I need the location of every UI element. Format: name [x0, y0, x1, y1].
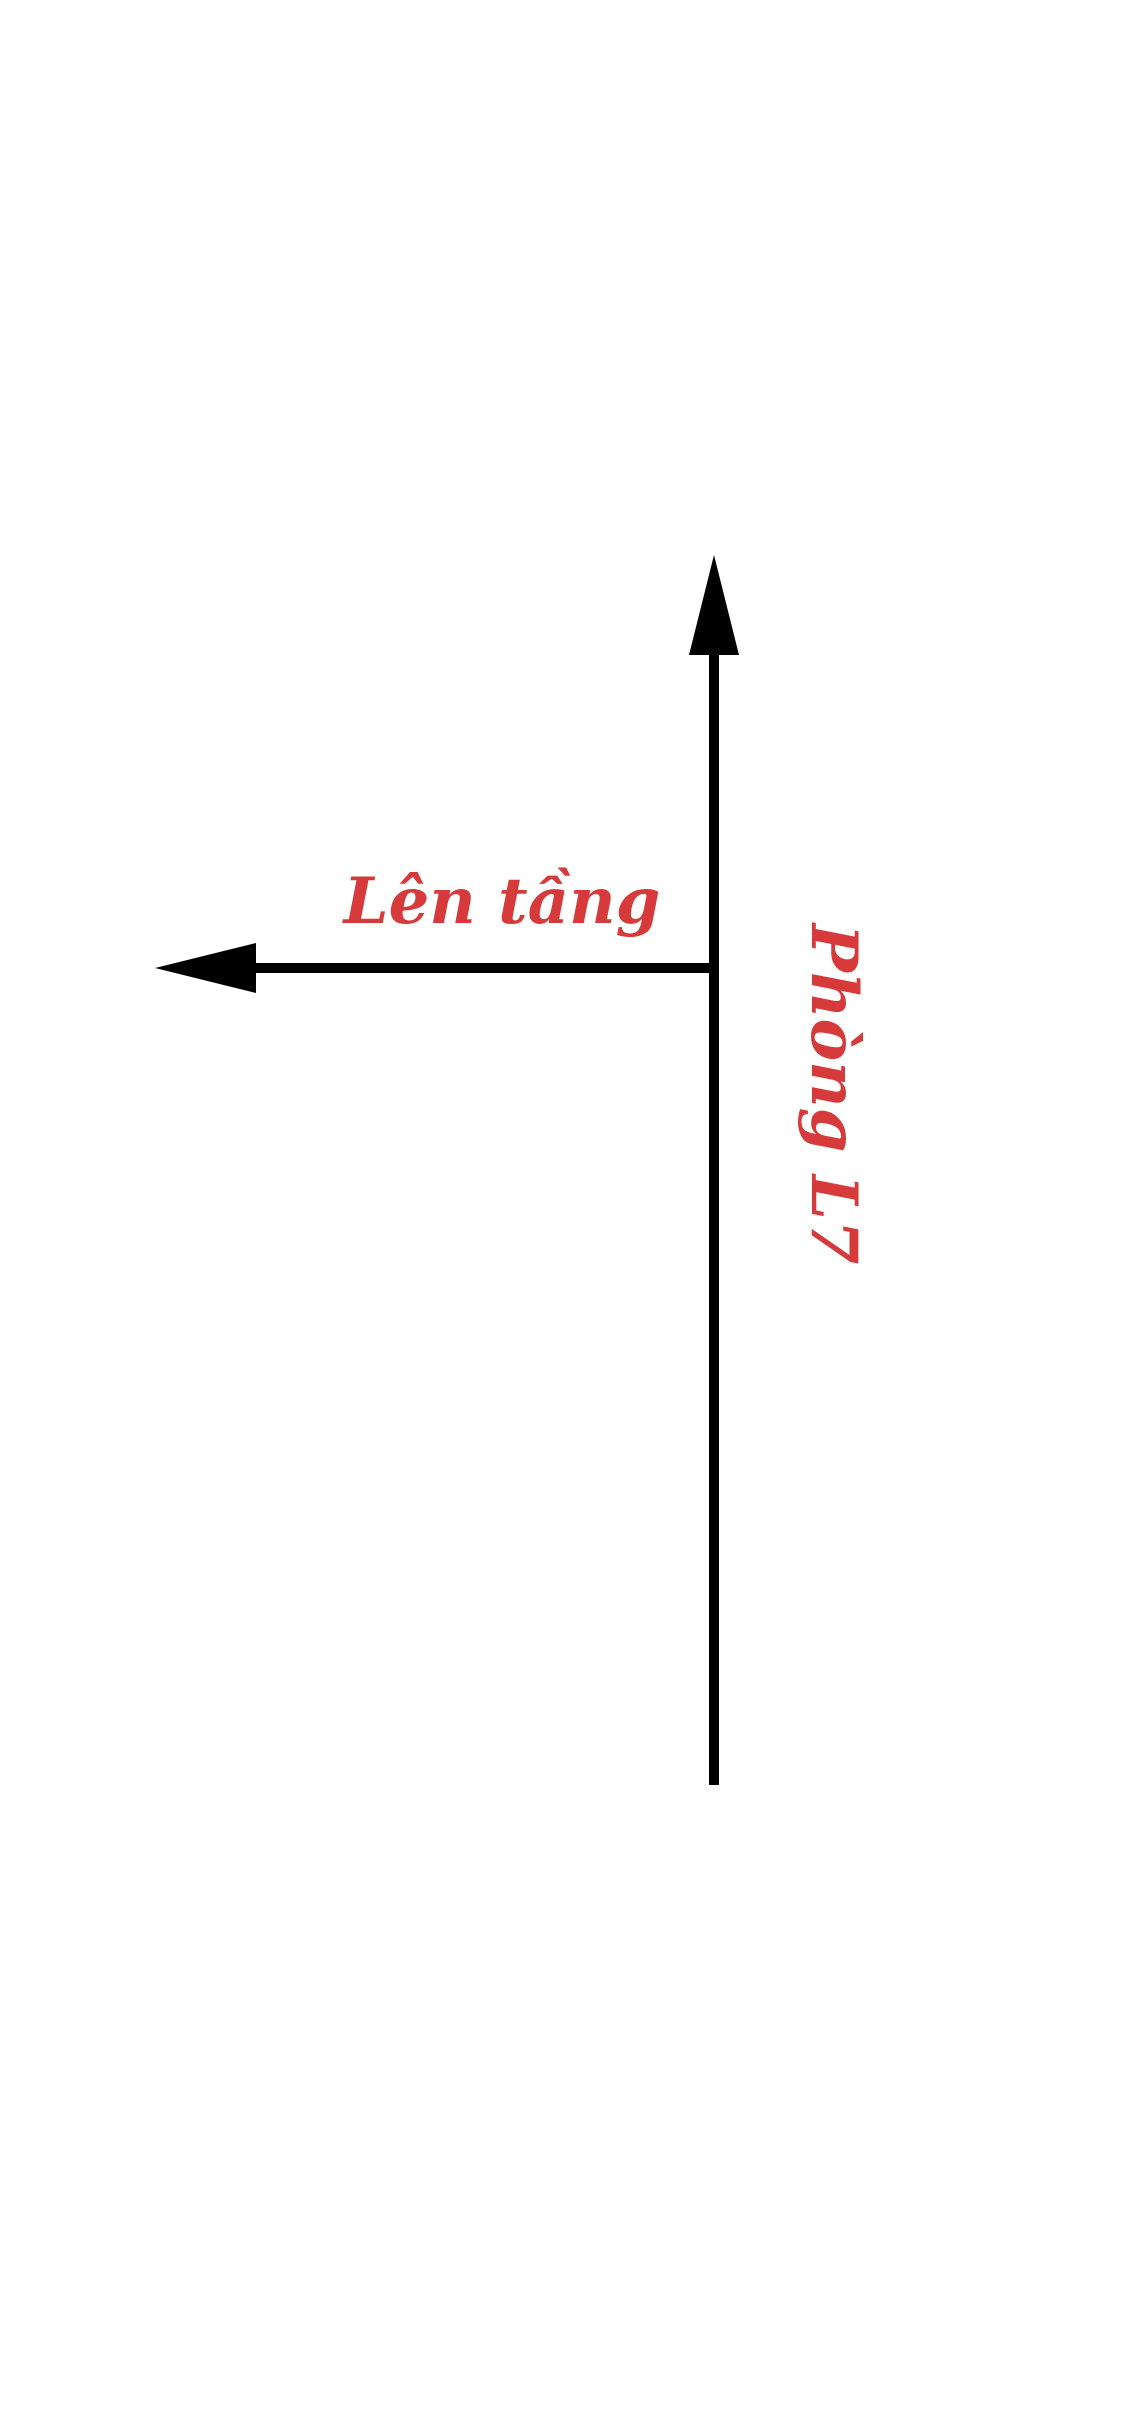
horizontal-arrow-head: [155, 943, 256, 993]
label-upstairs: Lên tầng: [342, 864, 661, 939]
arrow-up-icon: [689, 555, 739, 1785]
label-room: Phòng L7: [796, 922, 871, 1264]
vertical-arrow-head: [689, 555, 739, 655]
arrow-left-icon: [155, 943, 709, 993]
